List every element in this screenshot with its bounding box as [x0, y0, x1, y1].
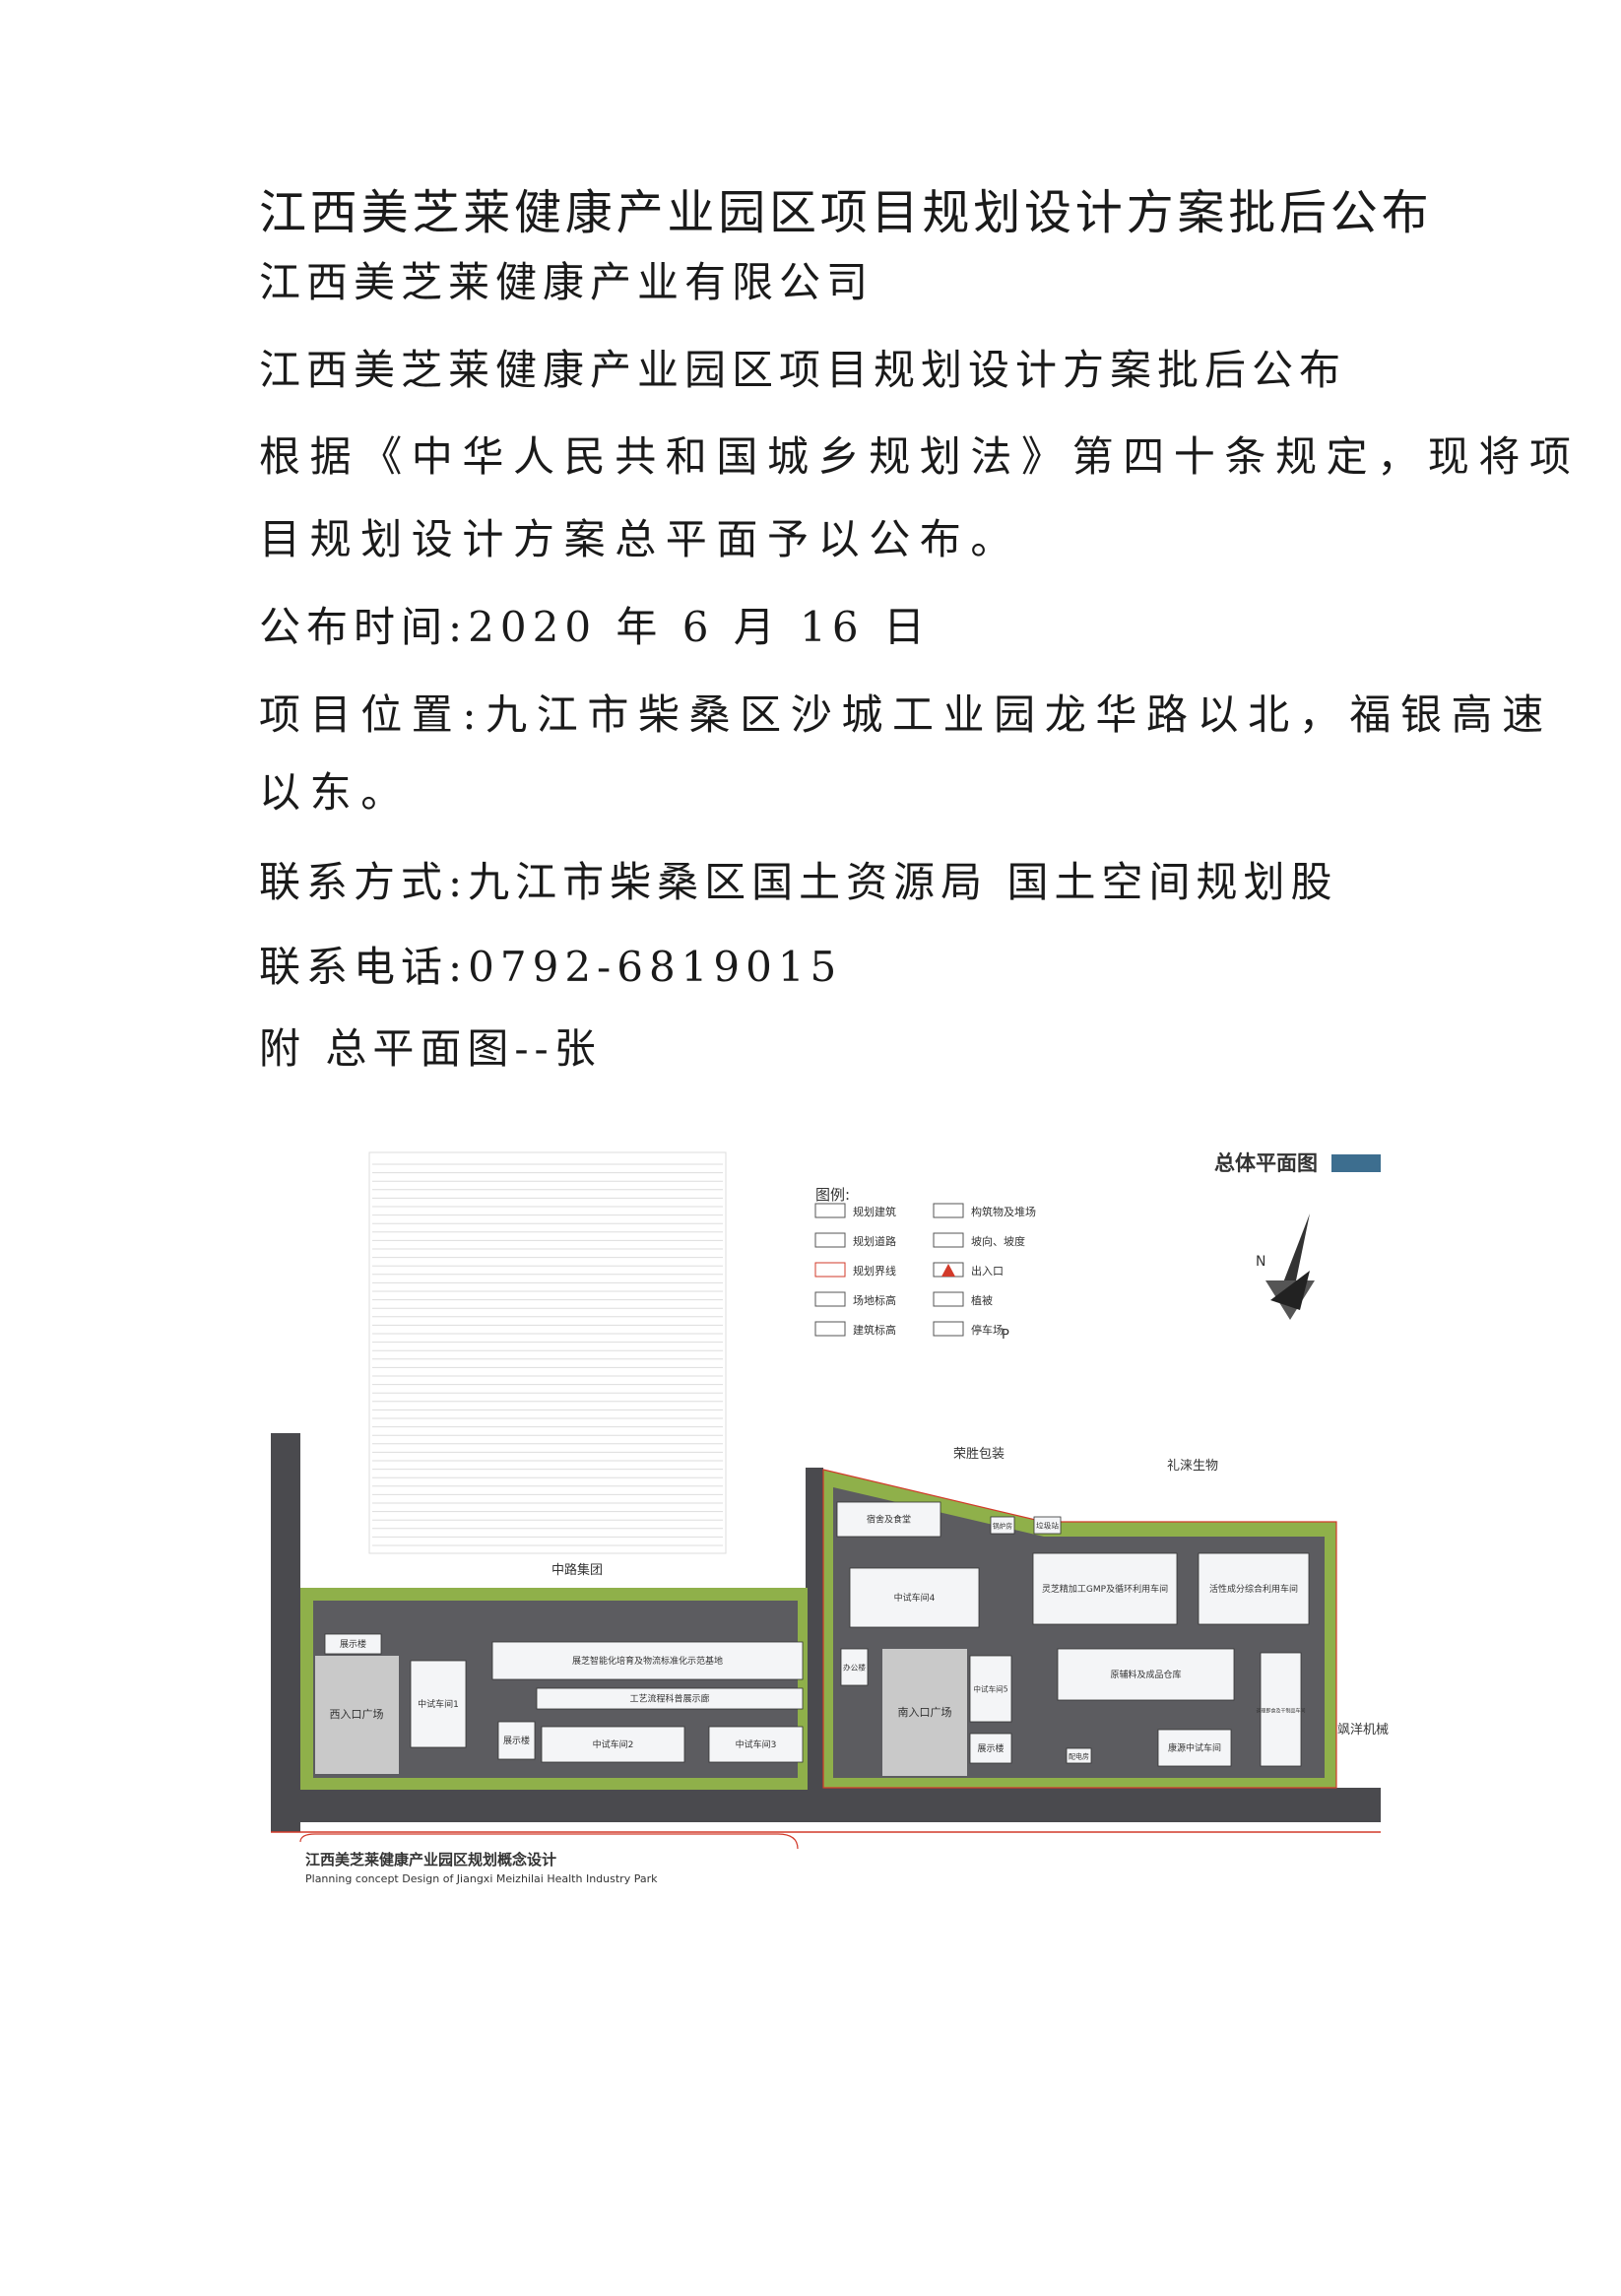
svg-text:N: N [1256, 1254, 1265, 1270]
building-label: 调理即食及干制品车间 [1256, 1708, 1305, 1715]
building-pilot2 [541, 1726, 685, 1763]
legend-swatch [814, 1262, 846, 1278]
company-name: 江西美芝莱健康产业有限公司 [259, 258, 875, 306]
neighbor-label: 飒洋机械 [1337, 1723, 1389, 1738]
legend-label: 出入口 [971, 1264, 1004, 1278]
neighbor-label: 礼涞生物 [1167, 1458, 1218, 1474]
building-west-show [324, 1633, 382, 1655]
west-plaza [315, 1656, 399, 1774]
header-bar [1331, 1154, 1381, 1172]
legend-label: 停车场 [971, 1323, 1004, 1337]
building-label: 中试车间5 [973, 1684, 1007, 1694]
legend-label: 构筑物及堆场 [971, 1205, 1036, 1218]
building-label: 中试车间1 [418, 1698, 459, 1710]
building-label: 配电房 [1069, 1752, 1089, 1761]
legend-label: 建筑标高 [853, 1323, 896, 1337]
building-label: 中试车间3 [736, 1738, 777, 1750]
indicator-table [368, 1151, 727, 1554]
building-process [536, 1687, 804, 1710]
building-dorm [836, 1501, 941, 1538]
plan-caption-en: Planning concept Design of Jiangxi Meizh… [305, 1872, 658, 1885]
legend-swatch [814, 1291, 846, 1307]
building-pilot3 [708, 1726, 804, 1763]
legend-swatch [933, 1321, 964, 1337]
building-pilot1 [410, 1660, 467, 1748]
contact: 联系方式:九江市柴桑区国土资源局 国土空间规划股 [259, 858, 1338, 906]
building-label: 展芝智能化培育及物流标准化示范基地 [572, 1655, 723, 1667]
building-pilot4 [849, 1567, 980, 1628]
building-kangyuan [1157, 1729, 1232, 1767]
neighbor-label: 荣胜包装 [953, 1447, 1005, 1462]
legend-title: 图例: [815, 1186, 850, 1204]
building-garbage [1033, 1516, 1062, 1535]
paragraph-line-1: 根据《中华人民共和国城乡规划法》第四十条规定，现将项 [259, 432, 1581, 481]
building-label: 办公楼 [843, 1663, 866, 1673]
building-active [1198, 1552, 1310, 1625]
legend-label: 规划界线 [853, 1264, 896, 1278]
building-demo-base [491, 1641, 804, 1680]
paragraph-line-2: 目规划设计方案总平面予以公布。 [259, 515, 1022, 563]
building-show2 [497, 1721, 536, 1760]
building-boiler [990, 1516, 1015, 1535]
doc-subtitle: 江西美芝莱健康产业园区项目规划设计方案批后公布 [259, 346, 1347, 394]
building-show3 [969, 1733, 1012, 1764]
building-warehouse [1057, 1648, 1235, 1701]
building-office [840, 1648, 869, 1686]
location-line-1: 项目位置:九江市柴桑区沙城工业园龙华路以北，福银高速 [259, 690, 1553, 739]
building-ready-food [1260, 1652, 1302, 1767]
building-label: 中试车间2 [593, 1738, 634, 1750]
roads [271, 1433, 1381, 1850]
legend-label: 规划建筑 [853, 1205, 896, 1218]
plaza-label: 西入口广场 [330, 1707, 384, 1721]
legend-label: 植被 [971, 1293, 993, 1307]
building-label: 中试车间4 [894, 1592, 936, 1604]
attachment: 附 总平面图--张 [259, 1024, 602, 1073]
building-label: 宿舍及食堂 [867, 1514, 911, 1526]
north-arrow-icon: N [1256, 1214, 1315, 1320]
building-label: 展示楼 [503, 1735, 530, 1746]
neighbor-label: 中路集团 [551, 1562, 603, 1578]
plan-caption-cn: 江西美芝莱健康产业园区规划概念设计 [305, 1851, 556, 1869]
building-pilot5 [969, 1655, 1012, 1723]
legend-label: 坡向、坡度 [971, 1234, 1025, 1248]
legend-label: 规划道路 [853, 1234, 896, 1248]
parking-icon: P [1002, 1328, 1009, 1343]
legend-swatch [814, 1232, 846, 1248]
building-power [1066, 1747, 1092, 1764]
south-plaza [882, 1649, 967, 1776]
building-label: 工艺流程科普展示廊 [629, 1693, 709, 1705]
plaza-label: 南入口广场 [898, 1705, 952, 1719]
phone: 联系电话:0792-6819015 [259, 943, 843, 991]
legend-swatch [933, 1232, 964, 1248]
legend-swatch [933, 1291, 964, 1307]
legend-swatch [814, 1203, 846, 1218]
legend-label: 场地标高 [853, 1293, 896, 1307]
building-label: 活性成分综合利用车间 [1209, 1583, 1298, 1595]
building-label: 康源中试车间 [1168, 1742, 1221, 1754]
plan-header: 总体平面图 [1214, 1151, 1318, 1175]
building-label: 灵芝精加工GMP及循环利用车间 [1042, 1583, 1168, 1595]
building-label: 展示楼 [977, 1742, 1004, 1754]
doc-title: 江西美芝莱健康产业园区项目规划设计方案批后公布 [259, 185, 1433, 240]
legend-swatch [933, 1203, 964, 1218]
location-line-2: 以东。 [259, 768, 412, 817]
building-label: 垃圾站 [1036, 1521, 1059, 1531]
publish-time: 公布时间:2020 年 6 月 16 日 [259, 603, 931, 651]
building-label: 锅炉房 [993, 1522, 1012, 1531]
building-label: 展示楼 [340, 1638, 366, 1650]
building-lingzhi [1032, 1552, 1178, 1625]
building-label: 原辅料及成品仓库 [1110, 1669, 1181, 1680]
legend-swatch [814, 1321, 846, 1337]
